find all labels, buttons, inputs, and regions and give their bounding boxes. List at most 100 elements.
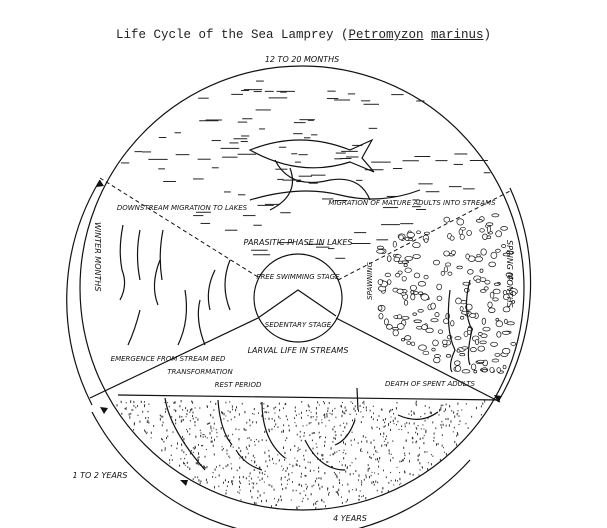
sand-speck [387, 490, 389, 492]
sand-speck [183, 451, 185, 454]
gravel-stone [410, 341, 416, 347]
gravel-stone [378, 313, 384, 320]
sand-speck [405, 440, 407, 442]
sedentary-label: SEDENTARY STAGE [265, 321, 332, 329]
sand-speck [317, 401, 319, 404]
gravel-stone [477, 359, 485, 364]
sand-speck [390, 459, 392, 462]
sand-speck [324, 436, 326, 439]
gravel-stone [459, 352, 466, 357]
sand-speck [309, 434, 311, 437]
sand-speck [423, 435, 425, 437]
sand-speck [315, 503, 317, 505]
gravel-stone [420, 293, 429, 301]
sand-speck [294, 445, 296, 447]
gravel-stone [500, 226, 508, 231]
adult-migration-label: MIGRATION OF MATURE ADULTS INTO STREAMS [328, 199, 496, 207]
sand-speck [423, 442, 425, 445]
sand-speck [284, 476, 286, 478]
sand-speck [210, 413, 212, 417]
diagram-title: Life Cycle of the Sea Lamprey (Petromyzo… [0, 28, 607, 42]
sand-speck [355, 457, 357, 460]
sand-speck [334, 473, 336, 476]
sand-speck [439, 458, 441, 462]
sand-speck [147, 410, 149, 413]
burrowed-larvae [164, 387, 439, 471]
sand-speck [177, 442, 179, 445]
sand-speck [183, 461, 185, 465]
sand-speck [216, 436, 218, 438]
sand-speck [282, 488, 284, 491]
gravel-stone [412, 242, 421, 249]
sand-speck [229, 411, 231, 414]
sand-speck [452, 431, 454, 433]
sand-speck [353, 438, 355, 441]
sand-speck [181, 449, 183, 452]
sand-speck [432, 455, 434, 457]
sand-speck [238, 492, 240, 494]
death-label: DEATH OF SPENT ADULTS [385, 380, 475, 388]
sand-speck [341, 414, 343, 418]
sand-speck [323, 501, 325, 503]
sand-speck [210, 401, 212, 403]
sand-speck [197, 476, 199, 479]
sand-speck [412, 441, 414, 444]
sand-speck [306, 485, 308, 488]
sand-speck [306, 487, 308, 490]
sand-speck [399, 477, 401, 481]
sand-speck [196, 462, 198, 465]
sand-speck [205, 478, 207, 481]
gravel-stone [440, 270, 445, 276]
sand-speck [326, 415, 328, 418]
sand-speck [421, 466, 423, 468]
sand-speck [384, 425, 386, 427]
gravel-stone [482, 326, 491, 332]
sand-speck [441, 434, 443, 436]
sand-speck [288, 473, 290, 476]
gravel-stone [401, 275, 407, 282]
sand-speck [417, 454, 419, 458]
sand-speck [313, 432, 315, 434]
sand-speck [325, 425, 327, 427]
sand-speck [373, 453, 375, 456]
sand-speck [418, 453, 420, 456]
larval-life-label: LARVAL LIFE IN STREAMS [248, 346, 349, 355]
sand-speck [189, 411, 191, 413]
sand-speck [415, 427, 417, 429]
sand-speck [263, 407, 265, 410]
sand-speck [309, 469, 311, 473]
sand-speck [312, 432, 314, 434]
sand-speck [310, 415, 312, 419]
sand-speck [345, 470, 347, 473]
sand-speck [315, 407, 317, 410]
sand-speck [345, 409, 347, 412]
sand-speck [288, 424, 290, 427]
spawning-adult-icon [465, 279, 473, 366]
sand-speck [167, 402, 169, 404]
sand-speck [277, 454, 279, 456]
sand-speck [440, 408, 442, 411]
sand-speck [186, 409, 188, 412]
sand-speck [350, 401, 352, 403]
sand-speck [385, 438, 387, 440]
sand-speck [449, 405, 451, 408]
sand-speck [352, 473, 354, 475]
gravel-stone [443, 216, 451, 223]
sand-speck [375, 480, 377, 483]
gravel-stone [436, 283, 443, 291]
sand-speck [420, 428, 422, 430]
sand-speck [186, 428, 188, 430]
sand-speck [471, 415, 473, 418]
sand-speck [294, 406, 296, 409]
sand-speck [334, 437, 336, 440]
sand-speck [140, 400, 142, 403]
sand-speck [215, 428, 217, 431]
gravel-stone [482, 368, 488, 373]
sand-speck [370, 416, 372, 419]
sand-speck [299, 435, 301, 438]
sand-speck [268, 411, 270, 413]
sand-speck [335, 416, 337, 418]
sand-speck [268, 449, 270, 452]
sand-speck [404, 454, 406, 457]
sand-speck [360, 449, 362, 452]
